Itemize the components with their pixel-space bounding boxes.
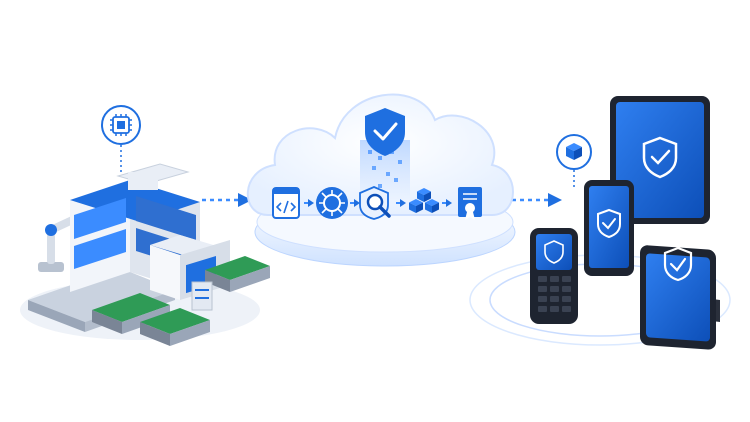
package-icon — [566, 143, 582, 160]
cloud-group — [246, 93, 516, 267]
shield-check-icon — [597, 208, 621, 239]
pipeline-arrow — [350, 199, 360, 207]
circuit-boards — [92, 256, 270, 346]
pipeline-arrow — [304, 199, 314, 207]
arrow-factory-to-cloud — [202, 193, 252, 207]
pipeline-arrow — [396, 199, 406, 207]
handheld-scanner — [530, 228, 578, 324]
devices-group — [469, 96, 731, 350]
devices-badge — [556, 134, 592, 190]
keypad — [538, 276, 571, 312]
cubes-icon — [409, 188, 439, 213]
factory-badge — [101, 105, 141, 172]
tablet — [610, 96, 710, 224]
chip-brain-icon — [316, 187, 348, 219]
factory-group — [20, 105, 270, 346]
server-rack — [191, 281, 213, 311]
pipeline-steps — [272, 186, 482, 220]
microchip-icon — [110, 114, 132, 136]
payment-terminal — [640, 245, 720, 350]
factory-building — [70, 163, 230, 300]
arrow-cloud-to-devices — [512, 193, 562, 207]
smartphone — [584, 180, 634, 276]
shield-check-icon — [642, 136, 678, 179]
certificate-icon — [458, 187, 482, 220]
shield-check-icon — [544, 240, 564, 264]
pipeline-arrow — [442, 199, 452, 207]
magnifier-shield-icon — [359, 186, 391, 220]
shield-check-icon — [365, 108, 405, 156]
shield-check-icon — [663, 246, 693, 282]
code-icon — [272, 187, 300, 219]
